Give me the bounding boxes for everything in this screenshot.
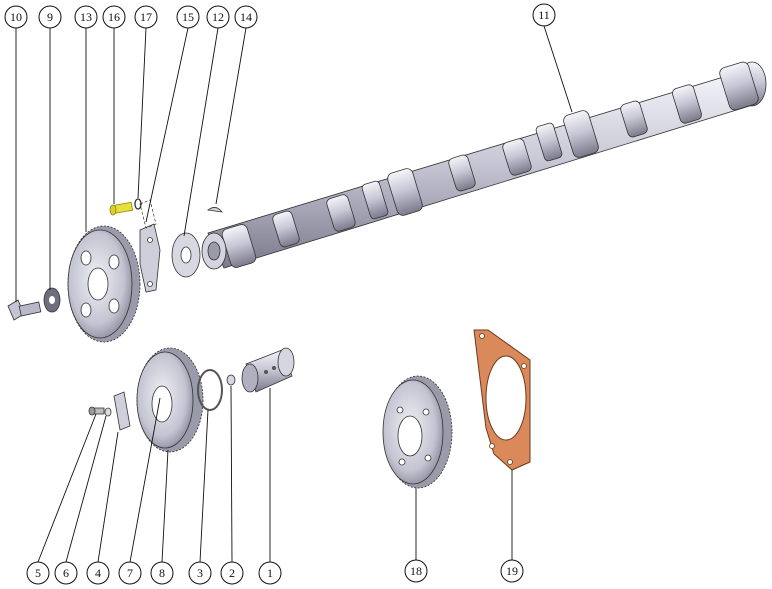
callout-7: 7 — [118, 561, 142, 585]
svg-text:8: 8 — [159, 566, 165, 580]
bolt-washer — [134, 198, 142, 210]
svg-text:13: 13 — [80, 10, 92, 24]
svg-text:6: 6 — [63, 566, 69, 580]
callout-6: 6 — [54, 561, 78, 585]
svg-text:18: 18 — [410, 564, 422, 578]
dowel-pin — [226, 374, 236, 386]
callout-13: 13 — [74, 5, 98, 29]
small-washer — [104, 407, 112, 417]
callout-5: 5 — [26, 561, 50, 585]
callout-15: 15 — [176, 5, 200, 29]
bushing — [241, 347, 295, 393]
callout-17: 17 — [134, 5, 158, 29]
timing-gear-lower — [136, 347, 204, 453]
svg-text:5: 5 — [35, 566, 41, 580]
svg-text:19: 19 — [506, 564, 518, 578]
svg-text:9: 9 — [47, 10, 53, 24]
callout-3: 3 — [188, 561, 212, 585]
callout-14: 14 — [234, 5, 258, 29]
gasket — [473, 329, 531, 471]
timing-gear-upper — [67, 225, 141, 343]
callout-10: 10 — [4, 5, 28, 29]
thrust-plate-small — [113, 391, 131, 431]
callout-16: 16 — [102, 5, 126, 29]
svg-text:17: 17 — [140, 10, 152, 24]
gear-washer-hole — [49, 296, 55, 304]
yellow-bolt — [109, 201, 134, 216]
callout-19: 19 — [500, 559, 524, 583]
callout-12: 12 — [206, 5, 230, 29]
thrust-plate — [139, 199, 161, 293]
callout-8: 8 — [150, 561, 174, 585]
gear-bolt — [7, 299, 42, 321]
idler-gear — [382, 375, 453, 489]
svg-text:16: 16 — [108, 10, 120, 24]
small-bolt — [88, 406, 105, 416]
svg-text:15: 15 — [182, 10, 194, 24]
callout-9: 9 — [38, 5, 62, 29]
spacer-ring-hole — [180, 246, 192, 264]
svg-text:7: 7 — [127, 566, 133, 580]
callout-18: 18 — [404, 559, 428, 583]
svg-text:3: 3 — [197, 566, 203, 580]
svg-text:11: 11 — [538, 8, 550, 22]
callout-1: 1 — [258, 561, 282, 585]
svg-text:10: 10 — [10, 10, 22, 24]
leader-lines — [15, 25, 573, 563]
callout-labels: 10 9 13 16 17 15 12 14 11 5 6 4 7 8 3 2 … — [4, 3, 556, 585]
camshaft — [201, 61, 767, 270]
svg-text:4: 4 — [95, 566, 101, 580]
callout-2: 2 — [220, 561, 244, 585]
svg-text:2: 2 — [229, 566, 235, 580]
svg-text:1: 1 — [267, 566, 273, 580]
svg-text:14: 14 — [240, 10, 252, 24]
callout-11: 11 — [532, 3, 556, 27]
snap-ring — [197, 369, 223, 411]
svg-text:12: 12 — [212, 10, 224, 24]
callout-4: 4 — [86, 561, 110, 585]
woodruff-key — [206, 207, 223, 213]
